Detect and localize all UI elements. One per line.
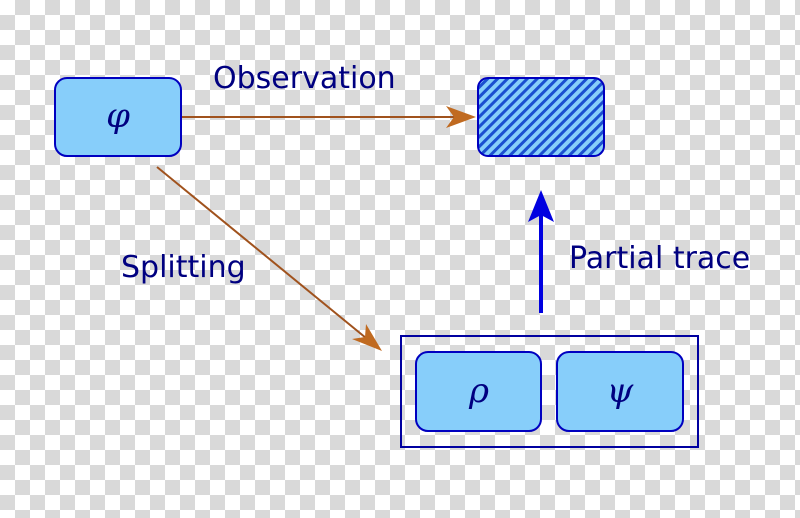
partial-trace-label: Partial trace — [569, 241, 750, 276]
splitting-label: Splitting — [121, 250, 246, 285]
rho-symbol: ρ — [468, 371, 489, 411]
composite-system-frame — [400, 335, 699, 448]
partial-trace-arrow — [528, 190, 554, 313]
phi-symbol: φ — [106, 96, 130, 136]
observation-label: Observation — [213, 61, 396, 96]
psi-symbol: ψ — [607, 371, 634, 411]
hatched-result-box — [477, 77, 605, 157]
observation-arrow — [182, 106, 476, 128]
splitting-arrow — [156, 166, 382, 351]
psi-box: ψ — [556, 351, 684, 432]
rho-box: ρ — [415, 351, 542, 432]
phi-box: φ — [54, 77, 182, 157]
